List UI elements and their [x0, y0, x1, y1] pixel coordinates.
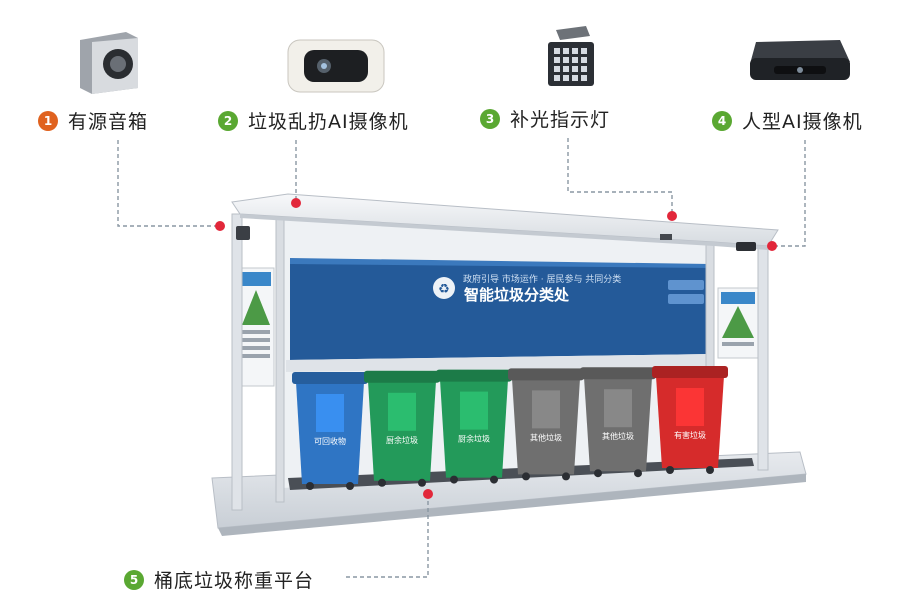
component-name-weighing-platform: 桶底垃圾称重平台 — [154, 570, 315, 592]
component-name-speaker: 有源音箱 — [68, 111, 149, 133]
waste-bin: 其他垃圾 — [508, 368, 584, 481]
component-label-1: 1 有源音箱 — [38, 107, 148, 134]
callout-dot-3 — [667, 211, 677, 221]
bins-group: 可回收物 厨余垃圾 厨余垃圾 其他垃圾 其他垃圾 有害垃圾 — [292, 366, 728, 490]
bin-label-panel — [460, 391, 488, 430]
bin-label-panel — [532, 390, 560, 429]
component-label-4: 4 人型AI摄像机 — [712, 107, 863, 134]
leader-line-3 — [567, 138, 673, 214]
bin-wheel — [490, 475, 498, 484]
banner-subtitle: 政府引导 市场运作 · 居民参与 共同分类 — [463, 273, 621, 285]
leader-line-4 — [772, 140, 806, 247]
mounted-speaker — [236, 226, 250, 240]
bin-label-panel — [316, 394, 344, 432]
bin-wheel — [450, 475, 458, 484]
number-badge-4: 4 — [712, 110, 732, 131]
leader-line-1 — [117, 140, 218, 227]
bin-body — [296, 382, 364, 484]
component-name-ai-camera: 人型AI摄像机 — [742, 111, 863, 133]
bin-wheel — [562, 472, 570, 481]
callout-lines — [117, 138, 806, 578]
callout-dot-2 — [291, 198, 301, 208]
bin-lid — [508, 368, 584, 381]
waste-bin: 可回收物 — [292, 372, 368, 490]
recycle-logo: ♻ — [433, 277, 455, 299]
number-badge-1: 1 — [38, 110, 58, 131]
banner-side-icons — [668, 280, 704, 304]
right-info-panel — [717, 287, 759, 359]
bin-label-panel — [604, 389, 632, 428]
callout-dot-5 — [423, 489, 433, 499]
bin-category-label: 其他垃圾 — [530, 432, 562, 442]
component-label-3: 3 补光指示灯 — [480, 105, 610, 132]
bin-category-label: 有害垃圾 — [674, 430, 706, 440]
floor-edge — [218, 474, 806, 536]
waste-bin: 其他垃圾 — [580, 367, 656, 478]
bin-lid — [436, 369, 512, 382]
banner-top-strip — [290, 258, 710, 268]
callout-dot-4 — [767, 241, 777, 251]
banner-title: 智能垃圾分类处 — [464, 286, 570, 304]
bin-category-label: 其他垃圾 — [602, 431, 634, 441]
component-name-fill-light: 补光指示灯 — [510, 109, 611, 131]
bin-lid — [364, 370, 440, 383]
left-info-panel — [237, 267, 275, 387]
bin-wheel — [522, 472, 530, 481]
component-name-litter-camera: 垃圾乱扔AI摄像机 — [248, 111, 409, 133]
camera-icon — [287, 39, 385, 93]
bin-category-label: 厨余垃圾 — [458, 434, 490, 444]
number-badge-3: 3 — [480, 108, 500, 129]
bin-wheel — [378, 478, 386, 487]
mounted-ai-camera — [736, 242, 756, 251]
bin-category-label: 厨余垃圾 — [386, 435, 418, 445]
mounted-light — [660, 234, 672, 240]
bin-category-label: 可回收物 — [314, 436, 346, 446]
roof-underside — [240, 214, 768, 250]
speaker-icon — [80, 32, 138, 94]
component-label-5: 5 桶底垃圾称重平台 — [124, 566, 314, 593]
bin-label-panel — [676, 388, 704, 426]
callout-dots — [215, 198, 777, 499]
waste-bin: 厨余垃圾 — [436, 369, 512, 484]
svg-text:♻: ♻ — [438, 282, 450, 297]
number-badge-5: 5 — [124, 569, 144, 590]
callout-dot-1 — [215, 221, 225, 231]
bin-wheel — [346, 482, 354, 490]
waste-bin: 有害垃圾 — [652, 366, 728, 474]
bin-label-panel — [388, 392, 416, 431]
bin-wheel — [594, 469, 602, 478]
waste-bin: 厨余垃圾 — [364, 370, 440, 487]
number-badge-2: 2 — [218, 110, 238, 131]
bin-lid — [652, 366, 728, 378]
bin-wheel — [634, 469, 642, 478]
bin-lid — [292, 372, 368, 384]
ai-camera-icon — [750, 40, 850, 80]
component-label-2: 2 垃圾乱扔AI摄像机 — [218, 107, 409, 134]
light-icon — [548, 26, 594, 86]
banner-board — [290, 260, 710, 360]
bin-wheel — [306, 482, 314, 490]
bin-wheel — [706, 466, 714, 474]
bin-wheel — [666, 466, 674, 474]
bin-wheel — [418, 478, 426, 487]
bin-lid — [580, 367, 656, 380]
